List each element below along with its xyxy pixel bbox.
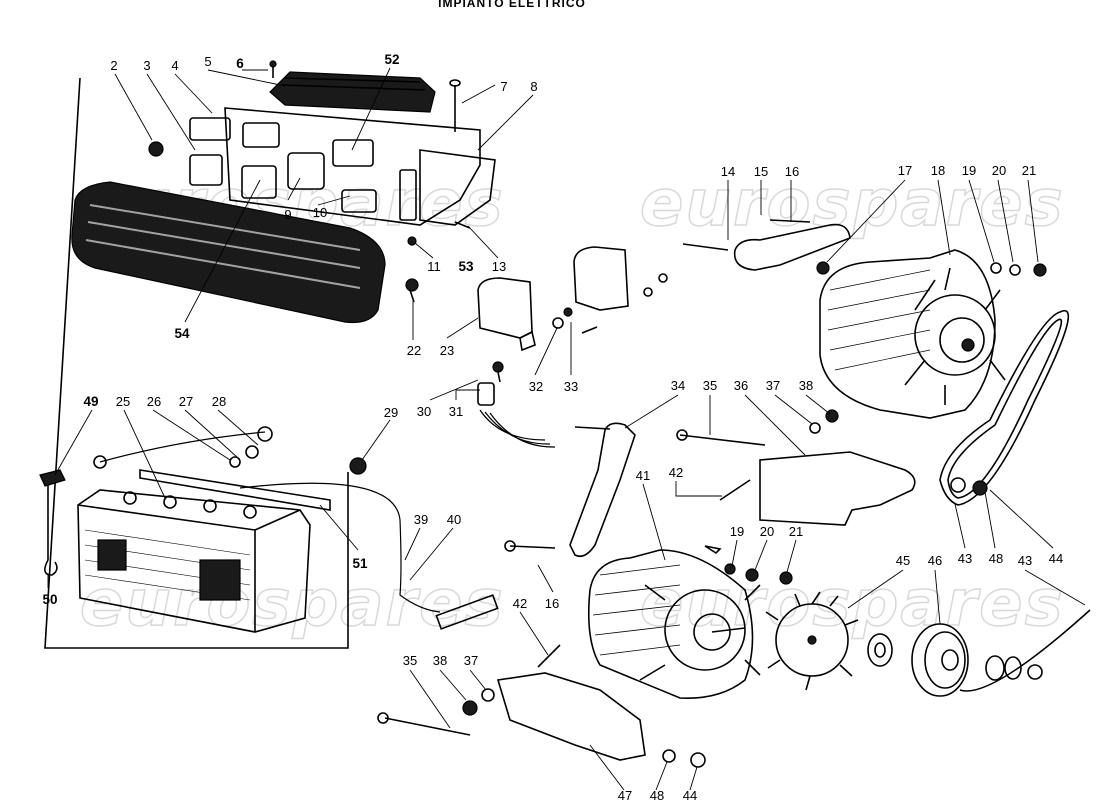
callout-label: 8	[530, 79, 537, 94]
lower-bracket	[377, 540, 706, 768]
cooling-fan	[765, 591, 893, 691]
callout-label: 54	[174, 326, 190, 341]
connector-plug	[477, 361, 611, 448]
callout-label: 6	[236, 56, 244, 71]
callout-label: 43	[958, 551, 972, 566]
callout-label: 47	[618, 788, 632, 800]
callout-label: 38	[433, 653, 447, 668]
callout-label: 52	[384, 52, 399, 67]
callout-label: 21	[789, 524, 803, 539]
callout-label: 17	[898, 163, 912, 178]
callout-label: 30	[417, 404, 431, 419]
callout-label: 48	[989, 551, 1003, 566]
callout-label: 50	[42, 592, 57, 607]
callout-label: 39	[414, 512, 428, 527]
callout-label: 46	[928, 553, 942, 568]
callout-label: 42	[513, 596, 527, 611]
callout-label: 53	[458, 259, 474, 274]
callout-label: 33	[564, 379, 578, 394]
callout-label: 4	[171, 58, 178, 73]
callout-label: 37	[464, 653, 478, 668]
callout-label: 16	[785, 164, 799, 179]
small-relay-cover	[477, 277, 536, 352]
callout-label: 49	[83, 394, 98, 409]
regulator-cover	[552, 246, 668, 334]
watermark-left: eurospares	[80, 567, 505, 641]
callout-label: 25	[116, 394, 130, 409]
callout-label: 2	[110, 58, 117, 73]
callout-label: 42	[669, 465, 683, 480]
mounting-brackets	[569, 409, 916, 558]
callout-label: 14	[721, 164, 735, 179]
callout-label: 32	[529, 379, 543, 394]
callout-label: 7	[500, 79, 507, 94]
diagram-title: IMPIANTO ELETTRICO	[438, 0, 586, 10]
callout-label: 10	[313, 205, 327, 220]
callout-label: 5	[204, 54, 211, 69]
callout-label: 13	[492, 259, 506, 274]
callout-label: 22	[407, 343, 421, 358]
callout-label: 26	[147, 394, 161, 409]
callout-label: 34	[671, 378, 685, 393]
callout-label: 43	[1018, 553, 1032, 568]
callout-label: 44	[683, 788, 697, 800]
alternator-top	[682, 219, 1047, 419]
callout-label: 20	[760, 524, 774, 539]
callout-labels: 2 3 4 5 6 52 7 8 9 10 11 53 13 54 22 23 …	[42, 52, 1063, 800]
callout-label: 16	[545, 596, 559, 611]
callout-label: 45	[896, 553, 910, 568]
watermark-top: eurospares	[640, 167, 1065, 241]
alternator-top-fan	[904, 267, 1006, 405]
v-belt	[939, 309, 1070, 506]
callout-label: 48	[650, 788, 664, 800]
callout-label: 23	[440, 343, 454, 358]
callout-label: 35	[703, 378, 717, 393]
callout-label: 18	[931, 163, 945, 178]
relay-panel-group	[44, 60, 496, 649]
callout-label: 3	[143, 58, 150, 73]
callout-label: 35	[403, 653, 417, 668]
callout-label: 27	[179, 394, 193, 409]
callout-label: 11	[427, 259, 441, 274]
callout-label: 40	[447, 512, 461, 527]
callout-label: 21	[1022, 163, 1036, 178]
callout-label: 38	[799, 378, 813, 393]
callout-label: 20	[992, 163, 1006, 178]
callout-label: 29	[384, 405, 398, 420]
callout-label: 9	[284, 207, 291, 222]
callout-label: 31	[449, 404, 463, 419]
callout-label: 51	[352, 556, 368, 571]
alternator-bottom	[587, 545, 793, 699]
leader-lines	[47, 67, 1086, 791]
callout-label: 44	[1049, 551, 1063, 566]
watermark-bottom: eurospares	[640, 567, 1065, 641]
callout-label: 19	[730, 524, 744, 539]
callout-label: 28	[212, 394, 226, 409]
callout-label: 19	[962, 163, 976, 178]
callout-label: 36	[734, 378, 748, 393]
callout-label: 15	[754, 164, 768, 179]
callout-label: 41	[636, 468, 650, 483]
callout-label: 37	[766, 378, 780, 393]
